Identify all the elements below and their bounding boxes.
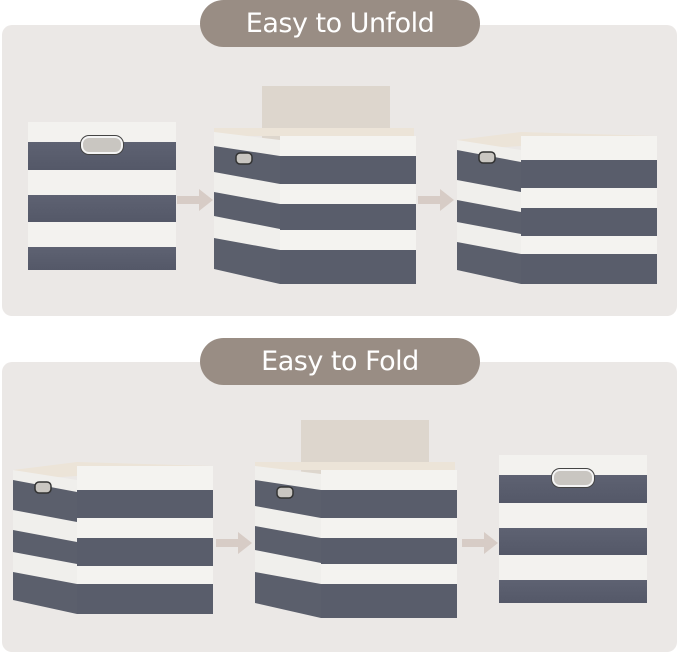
folded-flat-box [28, 122, 176, 270]
right-arrow-icon [418, 189, 454, 211]
unfold-title-pill: Easy to Unfold [200, 0, 480, 47]
right-arrow-icon [462, 532, 498, 554]
fold-title-pill: Easy to Fold [200, 338, 480, 385]
folding-box-with-insert [255, 420, 457, 618]
open-box [13, 462, 213, 614]
right-arrow-icon [177, 189, 213, 211]
folded-flat-box [499, 455, 647, 603]
handle-icon [552, 469, 594, 487]
right-arrow-icon [216, 532, 252, 554]
handle-icon [81, 136, 123, 154]
unfolding-box-with-insert [214, 86, 416, 284]
open-box [457, 132, 657, 284]
